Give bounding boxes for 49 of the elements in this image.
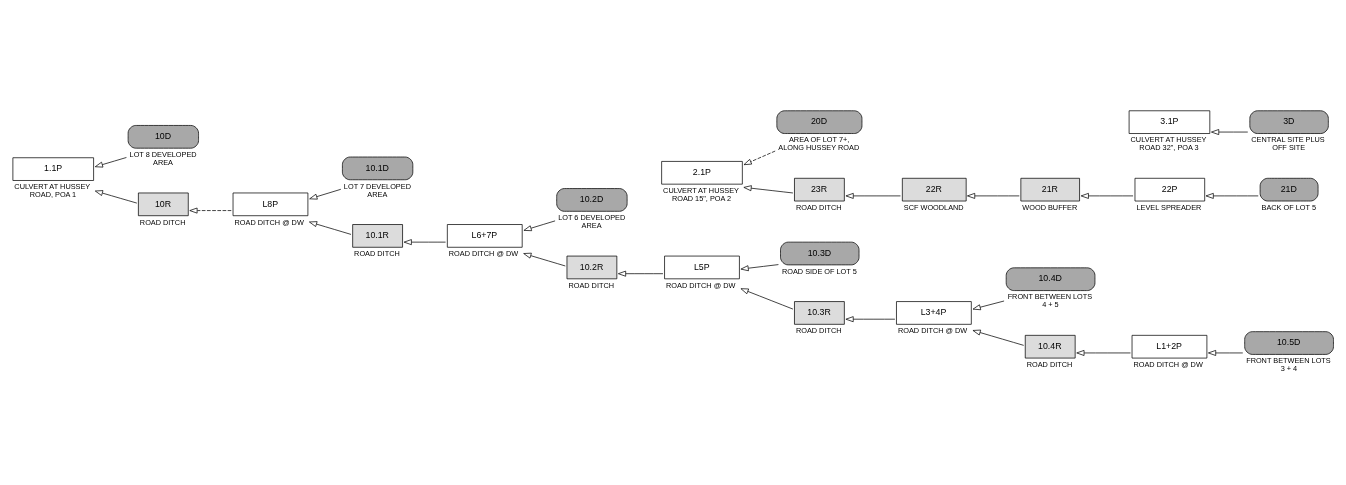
arrow [740, 288, 794, 310]
node-label: LOT 8 DEVELOPED AREA [129, 150, 197, 168]
node-label: ROAD DITCH @ DW [897, 326, 968, 336]
node-label: SCF WOODLAND [903, 202, 964, 212]
node-label: ROAD DITCH [354, 249, 400, 259]
arrow [743, 150, 776, 166]
node-label: ROAD DITCH [795, 326, 842, 336]
arrow [523, 220, 556, 232]
arrow [740, 264, 779, 272]
arrow [189, 207, 232, 214]
node-label: FRONT BETWEEN LOTS 3 + 4 [1246, 356, 1331, 374]
arrow [1211, 129, 1249, 135]
arrow [1080, 192, 1134, 199]
arrow [972, 329, 1025, 346]
node-label: ROAD DITCH [568, 280, 615, 290]
node-label: BACK OF LOT 5 [1261, 202, 1316, 212]
node-label: LOT 7 DEVELOPED AREA [343, 181, 411, 199]
arrow [967, 192, 1020, 199]
node-label: ROAD DITCH [1026, 359, 1073, 369]
arrow [1208, 350, 1244, 356]
node-label: ROAD DITCH @ DW [666, 280, 736, 290]
node-label: ROAD DITCH @ DW [234, 217, 304, 227]
node-label: ROAD SIDE OF LOT 5 [781, 266, 857, 276]
node-label: ROAD DITCH @ DW [1133, 359, 1203, 369]
node-label: CENTRAL SITE PLUS OFF SITE [1251, 135, 1325, 153]
node-label: ROAD DITCH [139, 217, 186, 227]
node-label: LEVEL SPREADER [1136, 202, 1202, 212]
node-label: CULVERT AT HUSSEY ROAD, POA 1 [14, 182, 91, 200]
node-label: CULVERT AT HUSSEY ROAD 32", POA 3 [1130, 135, 1207, 153]
arrow [94, 157, 127, 168]
arrow [1076, 350, 1131, 356]
arrow [523, 252, 566, 267]
node-label: LOT 6 DEVELOPED AREA [558, 213, 626, 231]
node-label: WOOD BUFFER [1022, 202, 1078, 212]
node-label: ROAD DITCH [795, 202, 842, 212]
node-label: ROAD DITCH @ DW [448, 249, 519, 259]
arrow [309, 221, 352, 235]
arrow [618, 270, 664, 277]
arrow [845, 192, 901, 199]
node-label: CULVERT AT HUSSEY ROAD 15", POA 2 [663, 185, 739, 204]
node-label: AREA OF LOT 7+, ALONG HUSSEY ROAD [778, 135, 860, 153]
arrow [845, 316, 896, 323]
arrow [972, 300, 1005, 311]
node-label: FRONT BETWEEN LOTS 4 + 5 [1007, 292, 1093, 310]
arrow [743, 185, 794, 194]
arrow [94, 190, 138, 204]
arrow [1205, 192, 1259, 199]
arrow [309, 188, 342, 200]
arrow [403, 239, 446, 246]
